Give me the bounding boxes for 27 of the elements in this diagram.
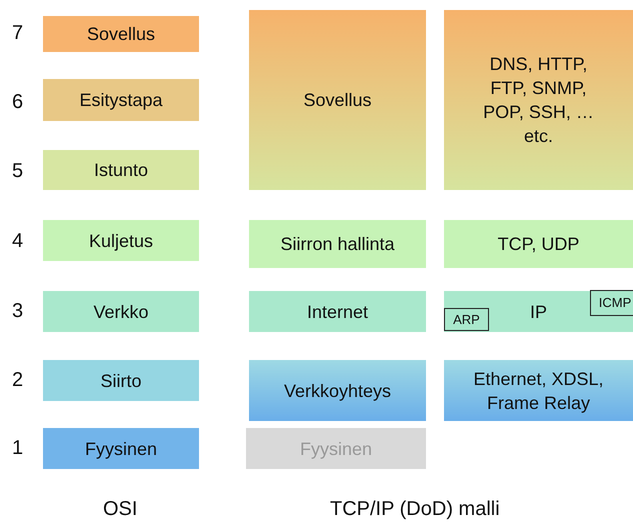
layer-number: 6	[12, 91, 24, 114]
layer-number: 7	[12, 22, 24, 45]
layer-box: TCP, UDP	[444, 220, 633, 268]
layer-box: Sovellus	[249, 10, 426, 190]
layer-number: 4	[12, 230, 24, 253]
layer-number: 5	[12, 160, 24, 183]
layer-box: Siirron hallinta	[249, 220, 426, 268]
layer-box: Fyysinen	[246, 428, 426, 469]
layer-number: 1	[12, 437, 24, 460]
layer-box: Fyysinen	[43, 428, 199, 469]
layer-box: Verkko	[43, 291, 199, 332]
column-heading: TCP/IP (DoD) malli	[330, 498, 500, 521]
column-heading: OSI	[103, 498, 138, 521]
layer-number: 3	[12, 300, 24, 323]
layer-box: Kuljetus	[43, 220, 199, 261]
layer-box: Sovellus	[43, 16, 199, 52]
layer-number: 2	[12, 369, 24, 392]
layer-box: Esitystapa	[43, 79, 199, 121]
protocol-tag: ARP	[444, 308, 489, 331]
layer-box: DNS, HTTP, FTP, SNMP, POP, SSH, … etc.	[444, 10, 633, 190]
layer-box: Istunto	[43, 150, 199, 190]
layer-box: Internet	[249, 291, 426, 332]
layer-box: Ethernet, XDSL, Frame Relay	[444, 360, 633, 421]
protocol-tag: ICMP	[590, 290, 633, 316]
layer-box: Verkkoyhteys	[249, 360, 426, 421]
layer-box: IP ICMP ARP	[444, 291, 633, 332]
layer-box: Siirto	[43, 360, 199, 401]
